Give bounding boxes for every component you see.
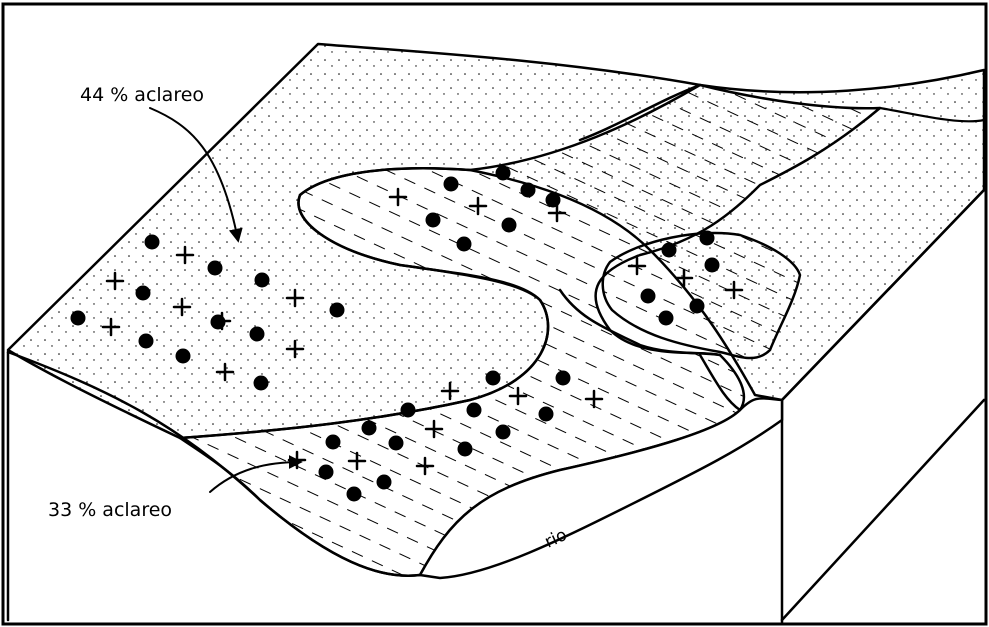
- tree-dot: [641, 289, 656, 304]
- tree-dot: [539, 407, 554, 422]
- tree-dot: [496, 166, 511, 181]
- tree-dot: [145, 235, 160, 250]
- tree-dot: [700, 231, 715, 246]
- tree-dot: [389, 436, 404, 451]
- tree-dot: [208, 261, 223, 276]
- tree-dot: [139, 334, 154, 349]
- tree-dot: [457, 237, 472, 252]
- tree-dot: [71, 311, 86, 326]
- tree-dot: [254, 376, 269, 391]
- tree-dot: [401, 403, 416, 418]
- tree-dot: [705, 258, 720, 273]
- tree-dot: [467, 403, 482, 418]
- tree-dot: [176, 349, 191, 364]
- tree-dot: [347, 487, 362, 502]
- tree-dot: [502, 218, 517, 233]
- tree-dot: [690, 299, 705, 314]
- tree-dot: [659, 311, 674, 326]
- tree-dot: [521, 183, 536, 198]
- tree-dot: [255, 273, 270, 288]
- label-44-aclareo: 44 % aclareo: [80, 84, 204, 106]
- tree-dot: [326, 435, 341, 450]
- tree-dot: [662, 243, 677, 258]
- tree-dot: [250, 327, 265, 342]
- tree-dot: [330, 303, 345, 318]
- tree-dot: [362, 421, 377, 436]
- tree-dot: [319, 465, 334, 480]
- tree-dot: [377, 475, 392, 490]
- tree-dot: [458, 442, 473, 457]
- tree-dot: [444, 177, 459, 192]
- label-33-aclareo: 33 % aclareo: [48, 499, 172, 521]
- tree-dot: [426, 213, 441, 228]
- tree-dot: [136, 286, 151, 301]
- tree-dot: [486, 371, 501, 386]
- tree-dot: [556, 371, 571, 386]
- tree-dot: [496, 425, 511, 440]
